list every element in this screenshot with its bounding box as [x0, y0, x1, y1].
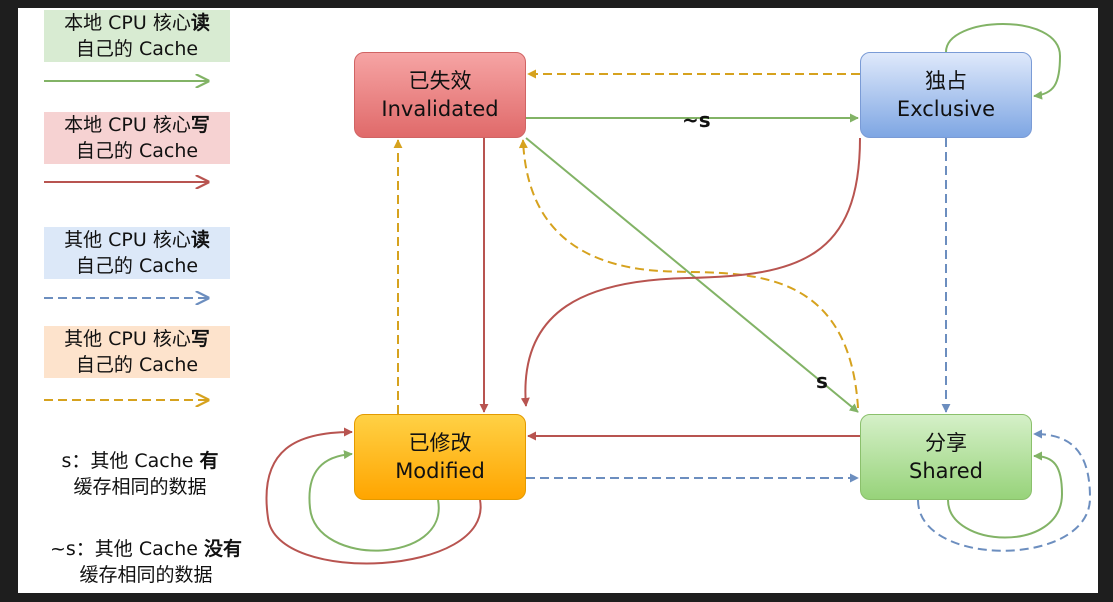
state-invalidated-cn: 已失效 [408, 69, 472, 93]
state-shared-en: Shared [909, 459, 983, 483]
edge-shared-to-invalidated [518, 139, 859, 409]
edge-exclusive-self-loop [945, 23, 1062, 100]
state-shared: 分享 Shared [860, 414, 1032, 500]
state-modified-cn: 已修改 [408, 431, 472, 455]
legend-other-write: 其他 CPU 核心写 自己的 Cache [44, 326, 230, 378]
edge-label-s: s [816, 369, 828, 393]
legend-local-read: 本地 CPU 核心读 自己的 Cache [44, 10, 230, 62]
note-not-s: ~s：其他 Cache 没有 缓存相同的数据 [49, 538, 242, 586]
edge-modified-self-loop-write [265, 427, 482, 565]
state-exclusive: 独占 Exclusive [860, 52, 1032, 138]
diagram-canvas: 本地 CPU 核心读 自己的 Cache 本地 CPU 核心写 自己的 Cach… [18, 8, 1098, 593]
edge-exclusive-to-modified [520, 137, 861, 407]
state-modified-en: Modified [395, 459, 485, 483]
edge-shared-self-loop-read [947, 451, 1064, 539]
edge-modified-self-loop-read [308, 450, 440, 552]
state-exclusive-cn: 独占 [925, 69, 967, 93]
edge-invalidated-to-shared [525, 137, 859, 413]
edge-shared-self-loop-other-read [917, 429, 1092, 552]
edge-label-not-s: ~s [682, 108, 711, 132]
legend-local-write: 本地 CPU 核心写 自己的 Cache [44, 112, 230, 164]
legend-other-read: 其他 CPU 核心读 自己的 Cache [44, 227, 230, 279]
state-exclusive-en: Exclusive [896, 97, 996, 121]
state-modified: 已修改 Modified [354, 414, 526, 500]
state-shared-cn: 分享 [925, 431, 967, 455]
note-s: s：其他 Cache 有 缓存相同的数据 [61, 450, 219, 498]
state-invalidated-en: Invalidated [381, 97, 499, 121]
transition-arrows [44, 23, 1092, 565]
state-invalidated: 已失效 Invalidated [354, 52, 526, 138]
